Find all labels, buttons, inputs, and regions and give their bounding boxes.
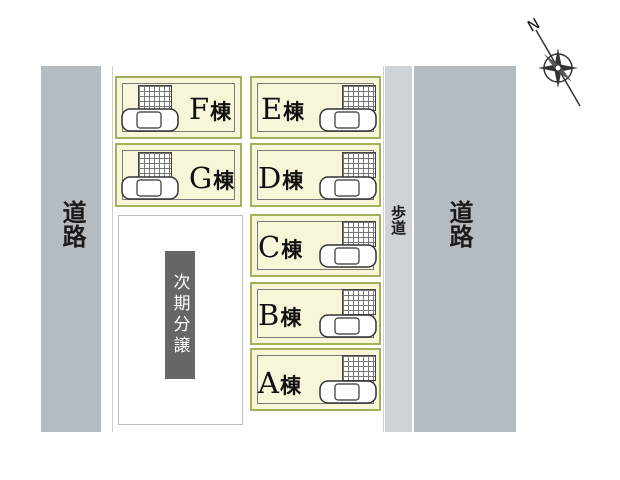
lot-boundary <box>122 150 235 200</box>
lot-label: A棟 <box>258 366 301 400</box>
lot-c[interactable]: C棟 <box>250 214 381 277</box>
lot-label: F棟 <box>189 92 232 126</box>
lot-g[interactable]: G棟 <box>115 143 242 207</box>
parking-grid <box>342 152 376 178</box>
lot-boundary <box>122 83 235 132</box>
car-icon <box>319 244 377 268</box>
lot-label: D棟 <box>258 161 304 195</box>
car-icon <box>319 108 377 132</box>
lot-d[interactable]: D棟 <box>250 143 381 207</box>
future-sale-label: 次期分譲 <box>169 273 190 357</box>
car-icon <box>121 108 179 132</box>
sidewalk <box>385 66 412 432</box>
car-icon <box>121 176 179 200</box>
lot-f[interactable]: F棟 <box>115 76 242 139</box>
sidewalk-label: 歩道 <box>389 205 407 235</box>
car-icon <box>319 314 377 338</box>
parking-grid <box>342 221 376 247</box>
car-icon <box>319 380 377 404</box>
lot-e[interactable]: E棟 <box>250 76 381 139</box>
car-icon <box>319 176 377 200</box>
lot-b[interactable]: B棟 <box>250 282 381 345</box>
lot-a[interactable]: A棟 <box>250 348 381 411</box>
right-road <box>414 66 516 432</box>
compass: N <box>510 14 610 116</box>
parking-grid <box>138 85 172 111</box>
left-road-label: 道路 <box>58 200 87 248</box>
lot-label: B棟 <box>258 298 302 332</box>
parking-grid <box>138 152 172 178</box>
right-road-label: 道路 <box>445 200 474 248</box>
lot-label: G棟 <box>189 161 235 195</box>
future-sale-band: 次期分譲 <box>165 251 195 379</box>
left-road <box>41 66 101 432</box>
site-outline <box>112 66 384 432</box>
lot-label: C棟 <box>258 230 303 264</box>
parking-grid <box>342 289 376 315</box>
parking-grid <box>342 355 376 381</box>
lot-label: E棟 <box>261 92 305 126</box>
compass-rose-icon <box>535 29 581 107</box>
